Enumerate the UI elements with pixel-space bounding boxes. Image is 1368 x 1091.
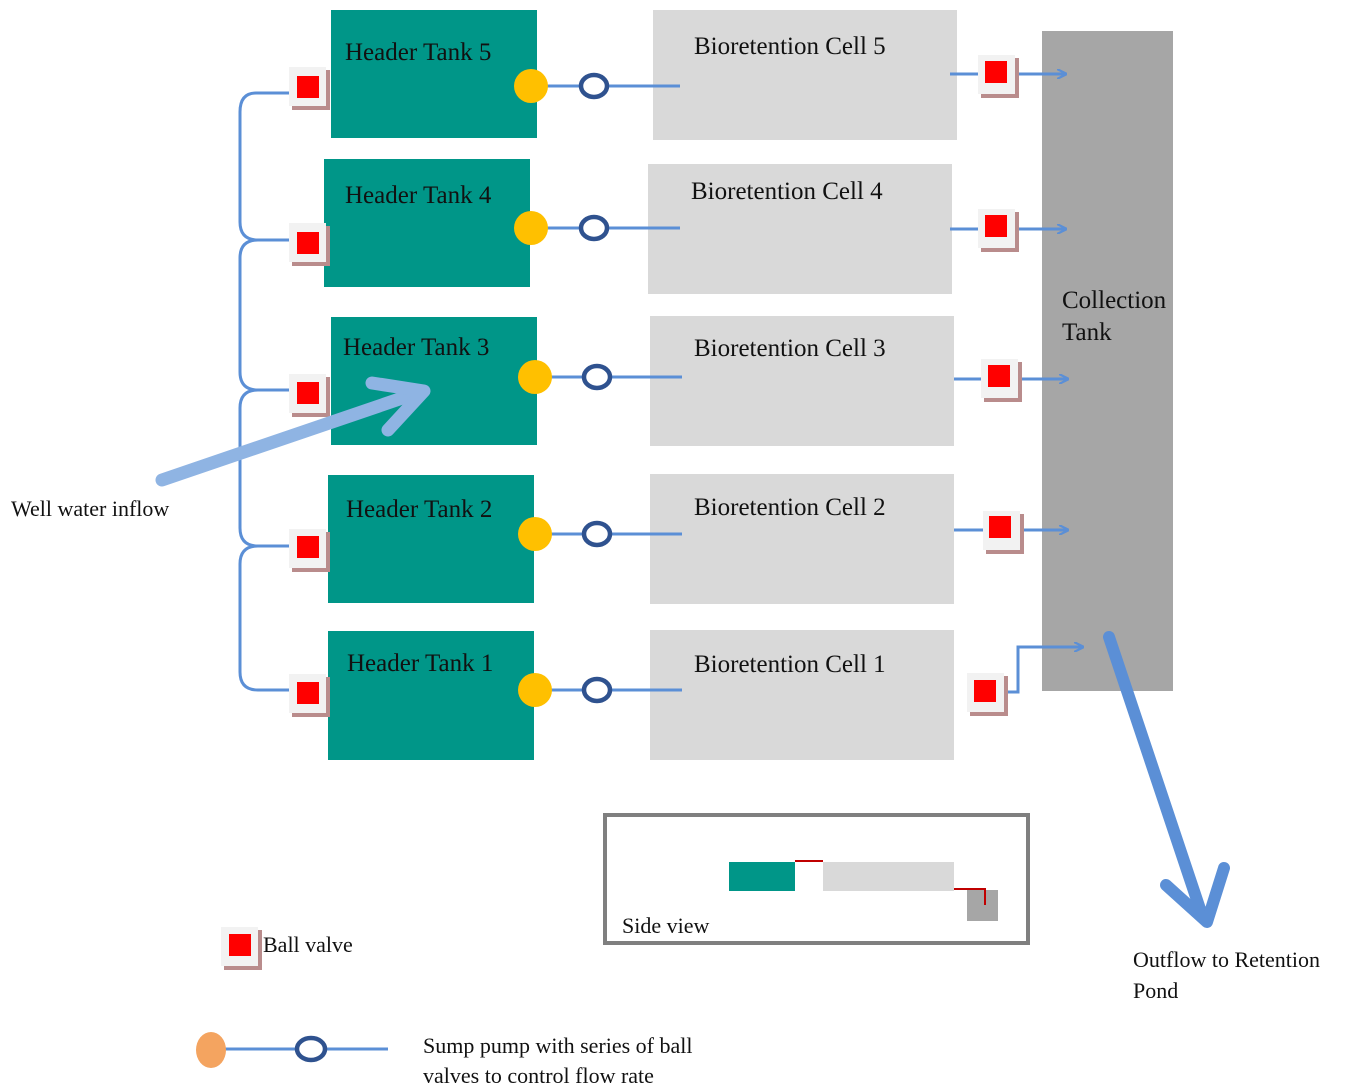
ball-valve-icon (289, 223, 330, 266)
ball-valve-icon (289, 674, 330, 717)
ball-valve-icon (978, 55, 1019, 98)
bioretention-cell-2 (650, 474, 954, 604)
inflow-label: Well water inflow (11, 496, 170, 521)
bioretention-cell-3 (650, 316, 954, 446)
header-tank-1-label: Header Tank 1 (347, 650, 494, 677)
header-tank-2 (328, 475, 534, 603)
side-view-label: Side view (622, 913, 710, 938)
ball-valve-icon (978, 209, 1019, 252)
bioretention-cell-5 (653, 10, 957, 140)
header-tank-1 (328, 631, 534, 760)
header-tank-2-label: Header Tank 2 (346, 496, 493, 523)
supply-manifold (238, 91, 291, 692)
header-tank-5-label: Header Tank 5 (345, 39, 492, 66)
ball-valve-icon (289, 374, 330, 417)
collection-tank-label-line1: Collection (1062, 287, 1167, 314)
ring-valve-4-icon (578, 214, 610, 242)
legend-ball-valve-label: Ball valve (263, 932, 353, 957)
bioretention-cell-1 (650, 630, 954, 760)
legend-ring-valve-icon (294, 1035, 328, 1063)
legend-ball-valve-icon (221, 927, 262, 970)
inline-valves (578, 72, 613, 704)
ring-valve-2-icon (581, 520, 613, 548)
ball-valve-icon (289, 529, 330, 572)
side-view-cell (823, 862, 954, 891)
legend-pump-label-line1: Sump pump with series of ball (423, 1033, 693, 1058)
ring-valve-3-icon (581, 363, 613, 391)
outflow-label-line1: Outflow to Retention (1133, 947, 1320, 972)
legend-pump-line (196, 1032, 388, 1068)
legend-pump-icon (196, 1032, 226, 1068)
bioretention-cell-5-label: Bioretention Cell 5 (694, 33, 886, 60)
pump-4-icon (514, 211, 548, 245)
side-view-pipe-2 (954, 888, 986, 905)
collection-tank (1042, 31, 1173, 691)
outflow-label-line2: Pond (1133, 978, 1179, 1003)
bioretention-cell-3-label: Bioretention Cell 3 (694, 335, 886, 362)
sump-pumps (514, 69, 552, 707)
ball-valve-icon (289, 67, 330, 110)
side-view-tank (729, 862, 795, 891)
bioretention-cell-4 (648, 164, 952, 294)
outlet-ball-valves (967, 55, 1024, 716)
inflow-arrow (155, 376, 431, 487)
pump-3-icon (518, 360, 552, 394)
ball-valve-icon (983, 511, 1024, 554)
bioretention-cell-4-label: Bioretention Cell 4 (691, 178, 883, 205)
pump-2-icon (518, 517, 552, 551)
pump-lines (545, 84, 682, 692)
side-view-box (603, 813, 1030, 945)
header-tank-5 (331, 10, 537, 138)
ball-valve-icon (981, 359, 1022, 402)
legend-pump-label-line2: valves to control flow rate (423, 1063, 654, 1088)
bioretention-cell-2-label: Bioretention Cell 2 (694, 494, 886, 521)
header-tank-3 (331, 317, 537, 445)
ring-valve-5-icon (578, 72, 610, 100)
header-tank-4 (324, 159, 530, 287)
side-view-collection (967, 890, 998, 921)
ring-valve-1-icon (581, 676, 613, 704)
ball-valve-icon (967, 673, 1008, 716)
collection-tank-label-line2: Tank (1062, 319, 1112, 346)
pump-1-icon (518, 673, 552, 707)
bioretention-cell-1-label: Bioretention Cell 1 (694, 651, 886, 678)
pump-5-icon (514, 69, 548, 103)
header-tank-4-label: Header Tank 4 (345, 182, 492, 209)
header-tank-3-label: Header Tank 3 (343, 334, 490, 361)
inlet-ball-valves (289, 67, 330, 717)
outflow-arrow (1103, 631, 1230, 928)
